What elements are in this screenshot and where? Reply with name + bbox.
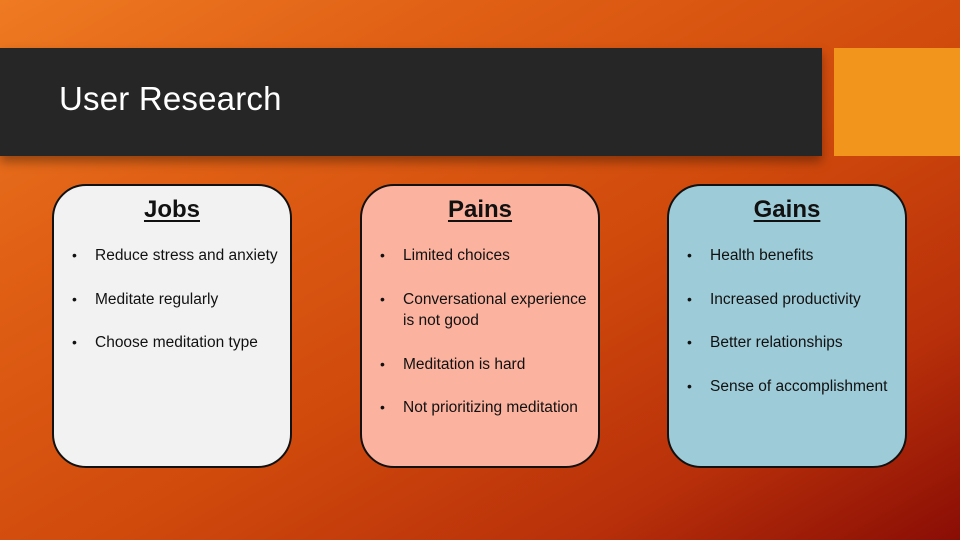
- accent-square: [834, 48, 960, 156]
- list-item-text: Better relationships: [710, 334, 843, 351]
- slide-title: User Research: [59, 80, 282, 117]
- bullet-icon: •: [72, 334, 77, 350]
- jobs-card: Jobs • Reduce stress and anxiety • Medit…: [52, 184, 292, 468]
- list-item-text: Conversational experience is not good: [403, 290, 587, 330]
- bullet-icon: •: [72, 247, 77, 263]
- list-item: • Better relationships: [687, 332, 895, 354]
- list-item: • Reduce stress and anxiety: [72, 245, 280, 267]
- pains-heading: Pains: [447, 196, 513, 223]
- list-item-text: Sense of accomplishment: [710, 377, 888, 395]
- bullet-icon: •: [687, 334, 692, 350]
- list-item: • Not prioritizing meditation: [380, 397, 588, 419]
- list-item: • Meditation is hard: [380, 354, 588, 376]
- list-item: • Health benefits: [687, 245, 895, 267]
- bullet-icon: •: [380, 247, 385, 263]
- list-item-text: Meditate regularly: [95, 290, 219, 308]
- list-item-text: Not prioritizing meditation: [403, 399, 578, 416]
- pains-list: • Limited choices • Conversational exper…: [380, 245, 588, 441]
- bullet-icon: •: [687, 290, 692, 307]
- list-item: • Sense of accomplishment: [687, 376, 895, 398]
- bullet-icon: •: [72, 290, 77, 307]
- gains-heading: Gains: [753, 196, 821, 223]
- bullet-icon: •: [687, 377, 692, 394]
- list-item-text: Reduce stress and anxiety: [95, 247, 278, 264]
- jobs-list: • Reduce stress and anxiety • Meditate r…: [72, 245, 280, 376]
- title-bar: [0, 48, 822, 156]
- list-item-text: Health benefits: [710, 247, 814, 264]
- list-item-text: Meditation is hard: [403, 355, 526, 373]
- list-item-text: Choose meditation type: [95, 334, 258, 351]
- bullet-icon: •: [380, 355, 385, 372]
- bullet-icon: •: [687, 247, 692, 263]
- list-item-text: Increased productivity: [710, 290, 861, 308]
- list-item: • Choose meditation type: [72, 332, 280, 354]
- list-item: • Limited choices: [380, 245, 588, 267]
- list-item: • Conversational experience is not good: [380, 289, 588, 332]
- list-item-text: Limited choices: [403, 247, 510, 264]
- gains-list: • Health benefits • Increased productivi…: [687, 245, 895, 419]
- bullet-icon: •: [380, 399, 385, 415]
- gains-card: Gains • Health benefits • Increased prod…: [667, 184, 907, 468]
- pains-card: Pains • Limited choices • Conversational…: [360, 184, 600, 468]
- bullet-icon: •: [380, 290, 385, 307]
- list-item: • Meditate regularly: [72, 289, 280, 311]
- list-item: • Increased productivity: [687, 289, 895, 311]
- jobs-heading: Jobs: [143, 196, 200, 223]
